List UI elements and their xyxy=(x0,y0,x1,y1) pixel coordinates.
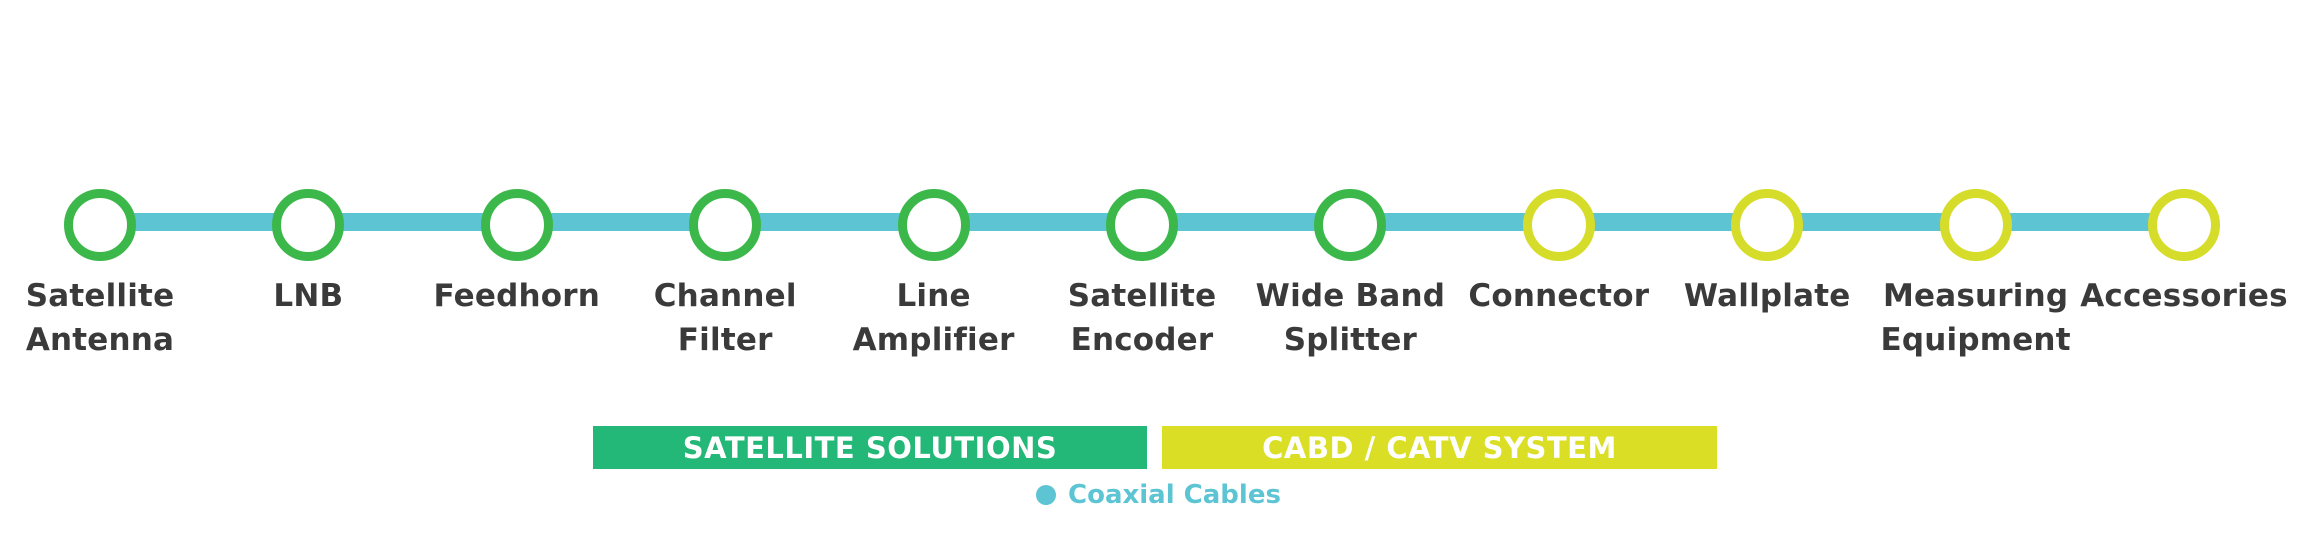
node-label-8[interactable]: Wallplate xyxy=(1683,278,1851,314)
node-circle-8[interactable] xyxy=(1731,189,1804,261)
node-circle-2[interactable] xyxy=(480,189,553,261)
node-label-5[interactable]: Satellite Encoder xyxy=(1067,278,1217,358)
node-label-4[interactable]: Line Amplifier xyxy=(852,278,1015,358)
node-label-7[interactable]: Connector xyxy=(1468,278,1650,314)
dot-icon xyxy=(1036,485,1056,505)
satellite-solutions-bar[interactable]: SATELLITE SOLUTIONS xyxy=(593,426,1147,469)
node-label-2[interactable]: Feedhorn xyxy=(433,278,601,314)
node-circle-10[interactable] xyxy=(2148,189,2220,261)
legend-label: Coaxial Cables xyxy=(1068,480,1281,510)
node-label-3[interactable]: Channel Filter xyxy=(653,278,797,358)
cabd-catv-system-bar[interactable]: CABD / CATV SYSTEM xyxy=(1162,426,1717,469)
node-circle-7[interactable] xyxy=(1522,189,1595,261)
node-circle-1[interactable] xyxy=(272,189,345,261)
node-label-9[interactable]: Measuring Equipment xyxy=(1880,278,2071,358)
node-circle-6[interactable] xyxy=(1314,189,1387,261)
node-circle-9[interactable] xyxy=(1939,189,2012,261)
node-circle-0[interactable] xyxy=(64,189,136,261)
node-circle-4[interactable] xyxy=(897,189,970,261)
node-circle-3[interactable] xyxy=(689,189,762,261)
legend: Coaxial Cables xyxy=(1036,478,1281,512)
node-label-1[interactable]: LNB xyxy=(273,278,344,314)
node-circle-5[interactable] xyxy=(1106,189,1178,261)
node-label-10[interactable]: Accessories xyxy=(2080,278,2288,314)
node-label-6[interactable]: Wide Band Splitter xyxy=(1255,278,1446,358)
node-label-0[interactable]: Satellite Antenna xyxy=(25,278,175,358)
